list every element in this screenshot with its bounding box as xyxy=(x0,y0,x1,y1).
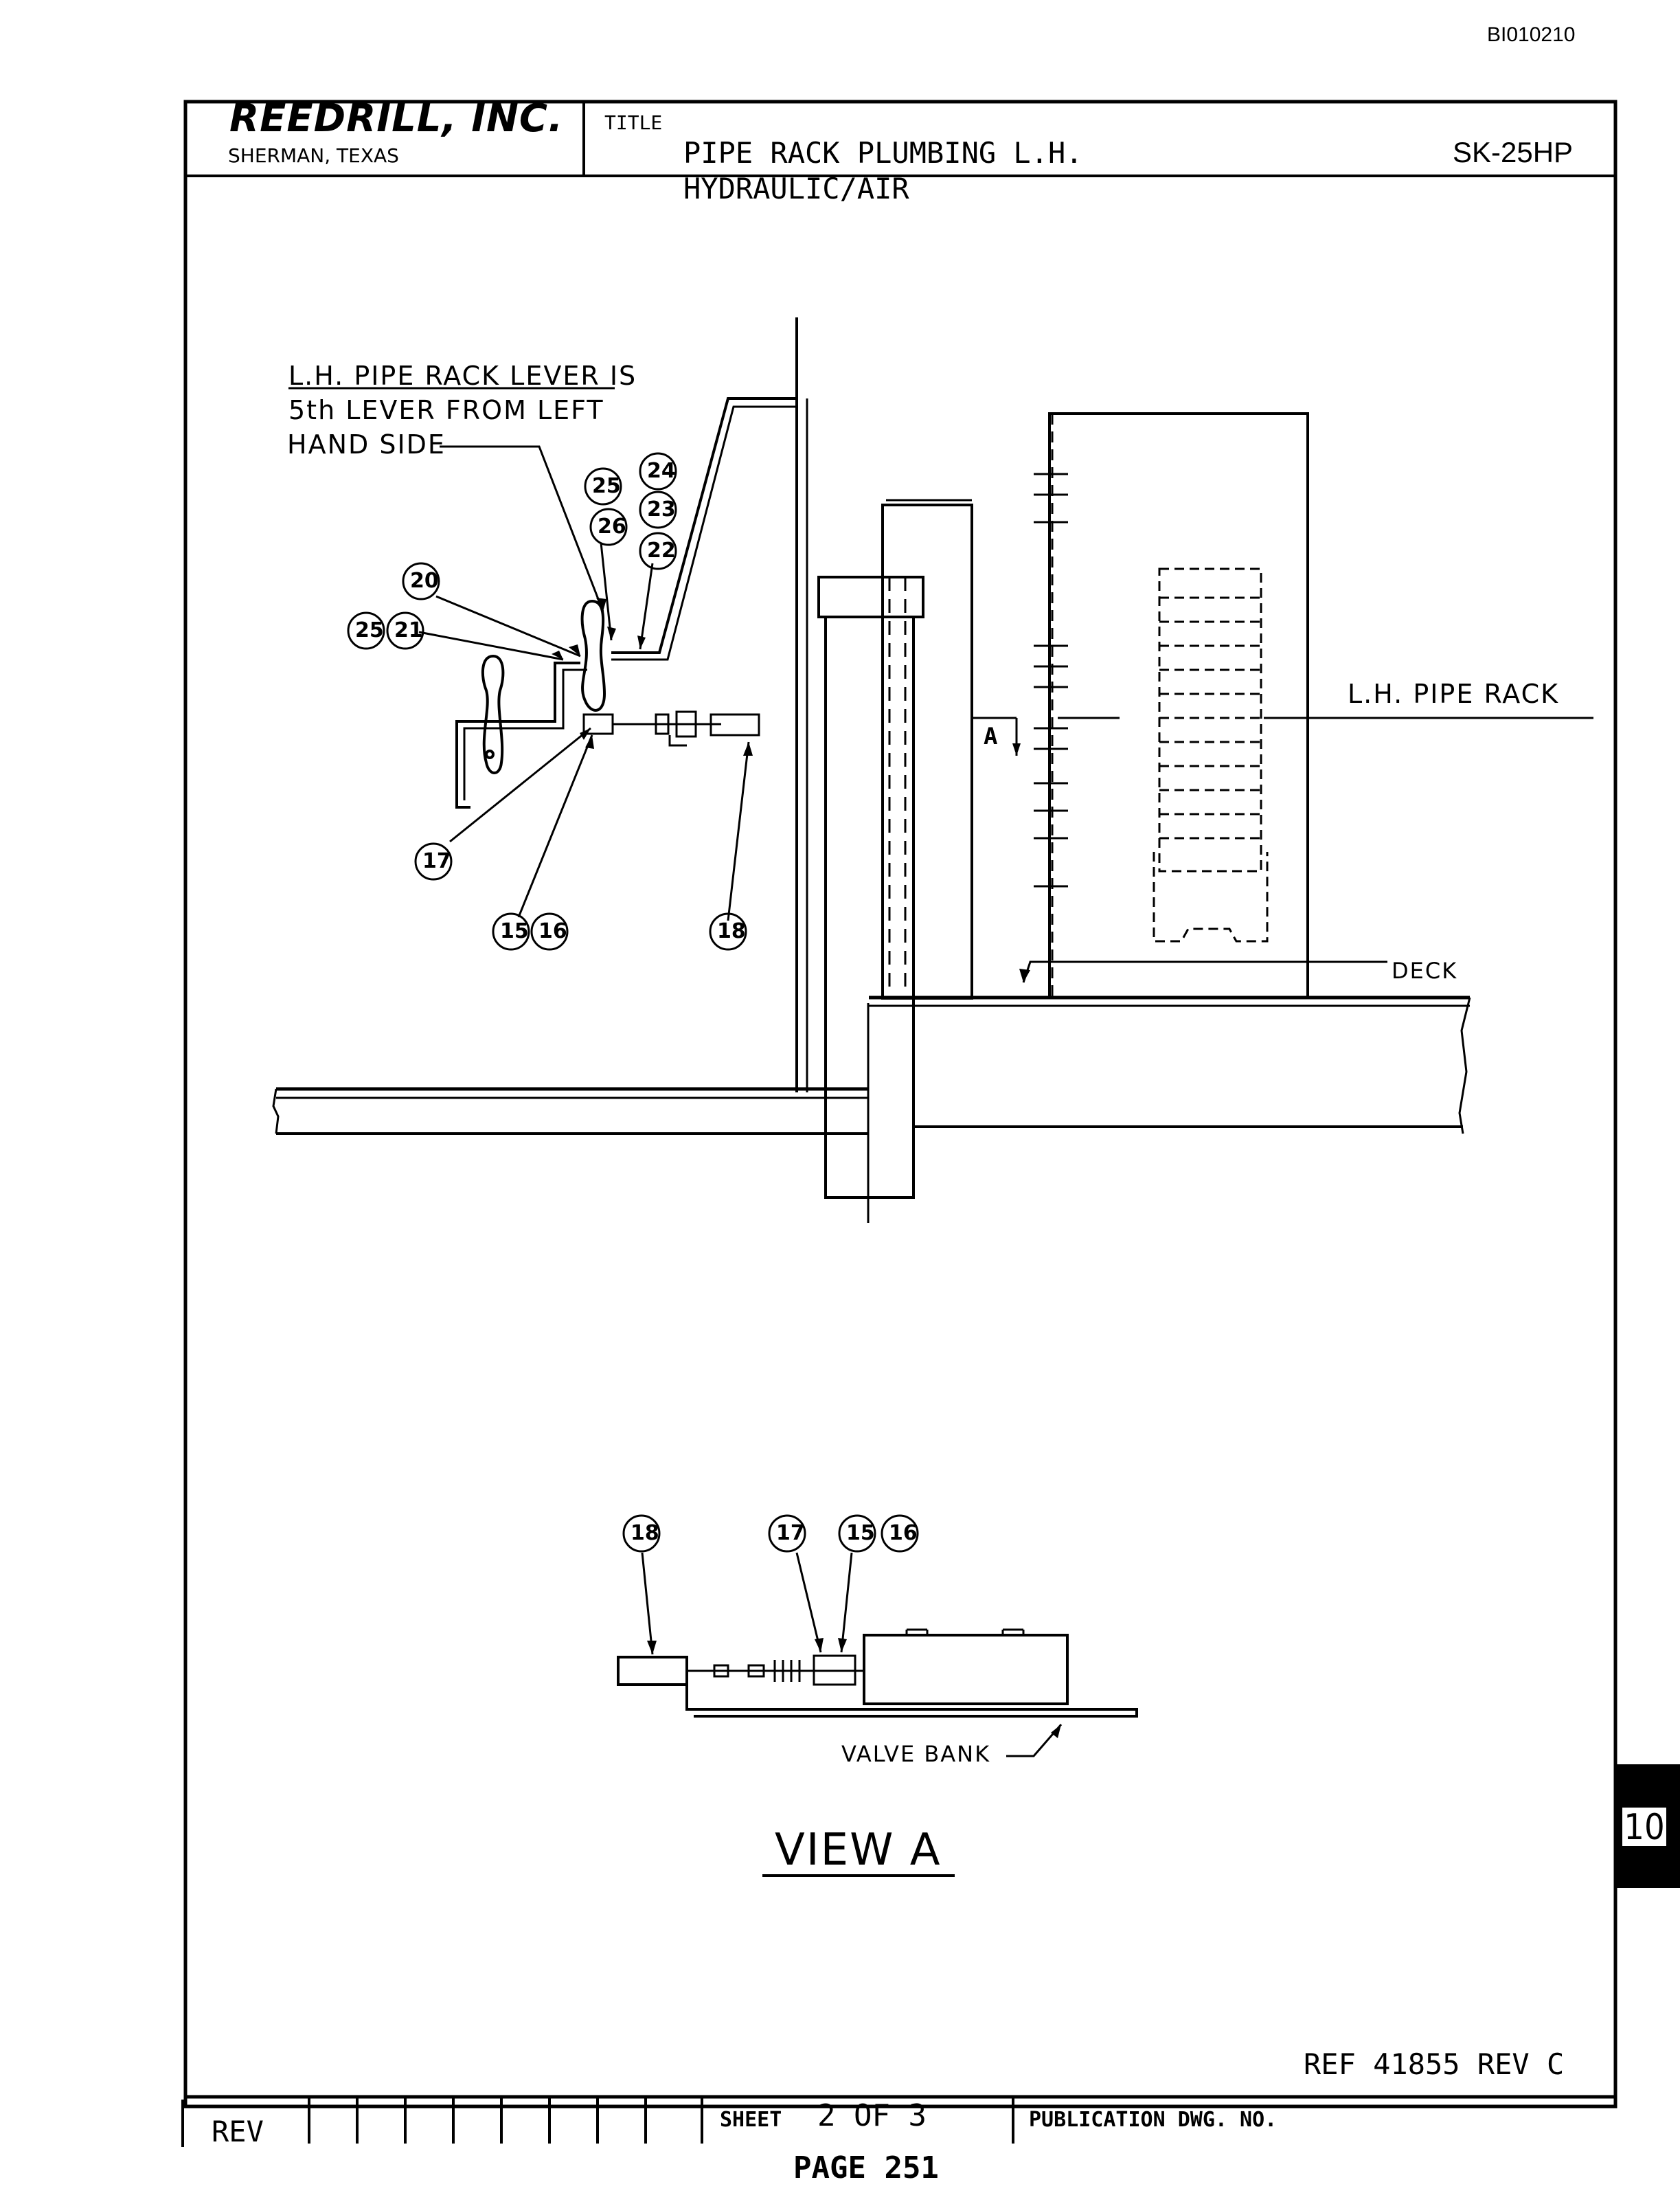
callout-21-text: 21 xyxy=(394,618,423,642)
drawing-border xyxy=(183,100,1617,2108)
callout-18 xyxy=(709,912,747,951)
drawing-title-line2: HYDRAULIC/AIR xyxy=(683,172,909,205)
rev-label: REV xyxy=(212,2115,264,2148)
section-tab-box xyxy=(1620,1806,1668,1848)
callout-26-text: 26 xyxy=(598,515,626,539)
lever-note-line2: 5th LEVER FROM LEFT xyxy=(288,395,604,425)
callout-23 xyxy=(639,491,677,529)
callout-15 xyxy=(492,912,530,951)
callout-16-text: 16 xyxy=(538,919,567,943)
company-location: SHERMAN, TEXAS xyxy=(228,144,399,167)
view-callout-16 xyxy=(881,1514,919,1553)
drawing-title-line1: PIPE RACK PLUMBING L.H. xyxy=(683,136,1083,170)
callout-15-text: 15 xyxy=(500,919,529,943)
publication-dwg-label: PUBLICATION DWG. NO. xyxy=(1029,2108,1278,2132)
view-callout-18-text: 18 xyxy=(631,1521,659,1545)
view-callout-15-text: 15 xyxy=(846,1521,875,1545)
callout-24 xyxy=(639,452,677,491)
callout-22 xyxy=(639,532,677,570)
callout-25-text: 25 xyxy=(592,474,621,498)
callout-20-text: 20 xyxy=(410,569,439,593)
callout-17-text: 17 xyxy=(422,849,451,873)
page-number: PAGE 251 xyxy=(793,2150,939,2185)
section-marker-a: A xyxy=(984,723,998,750)
view-callout-18 xyxy=(622,1514,661,1553)
view-callout-16-text: 16 xyxy=(889,1521,918,1545)
callout-24-text: 24 xyxy=(647,459,676,483)
callout-23-text: 23 xyxy=(647,497,676,521)
sheet-label: SHEET xyxy=(720,2108,782,2132)
document-id: BI010210 xyxy=(1487,23,1576,46)
view-a-label: VIEW A xyxy=(775,1825,942,1876)
callout-20 xyxy=(402,562,440,600)
view-callout-15 xyxy=(838,1514,876,1553)
view-callout-17 xyxy=(768,1514,806,1553)
company-name: REEDRILL, INC. xyxy=(229,96,564,141)
section-tab-number: 10 xyxy=(1624,1807,1665,1848)
lever-note-line1: L.H. PIPE RACK LEVER IS xyxy=(288,361,637,391)
view-callout-17-text: 17 xyxy=(776,1521,805,1545)
callout-25 xyxy=(584,467,622,506)
reference-revision: REF 41855 REV C xyxy=(1304,2047,1565,2081)
callout-18-text: 18 xyxy=(717,919,746,943)
pipe-rack-label: L.H. PIPE RACK xyxy=(1348,679,1560,709)
drawing-code: SK-25HP xyxy=(1453,136,1574,168)
title-label: TITLE xyxy=(604,111,663,134)
callout-26 xyxy=(589,508,628,546)
callout-21 xyxy=(386,611,424,650)
sheet-number: 2 OF 3 xyxy=(817,2098,927,2133)
callout-22-text: 22 xyxy=(647,539,676,563)
deck-label: DECK xyxy=(1392,958,1458,984)
callout-25b-text: 25 xyxy=(355,618,384,642)
callout-16 xyxy=(530,912,569,951)
valve-bank-label: VALVE BANK xyxy=(841,1741,991,1767)
lever-note-line3: HAND SIDE xyxy=(287,429,446,460)
callout-25b xyxy=(347,611,385,650)
callout-17 xyxy=(414,842,453,881)
